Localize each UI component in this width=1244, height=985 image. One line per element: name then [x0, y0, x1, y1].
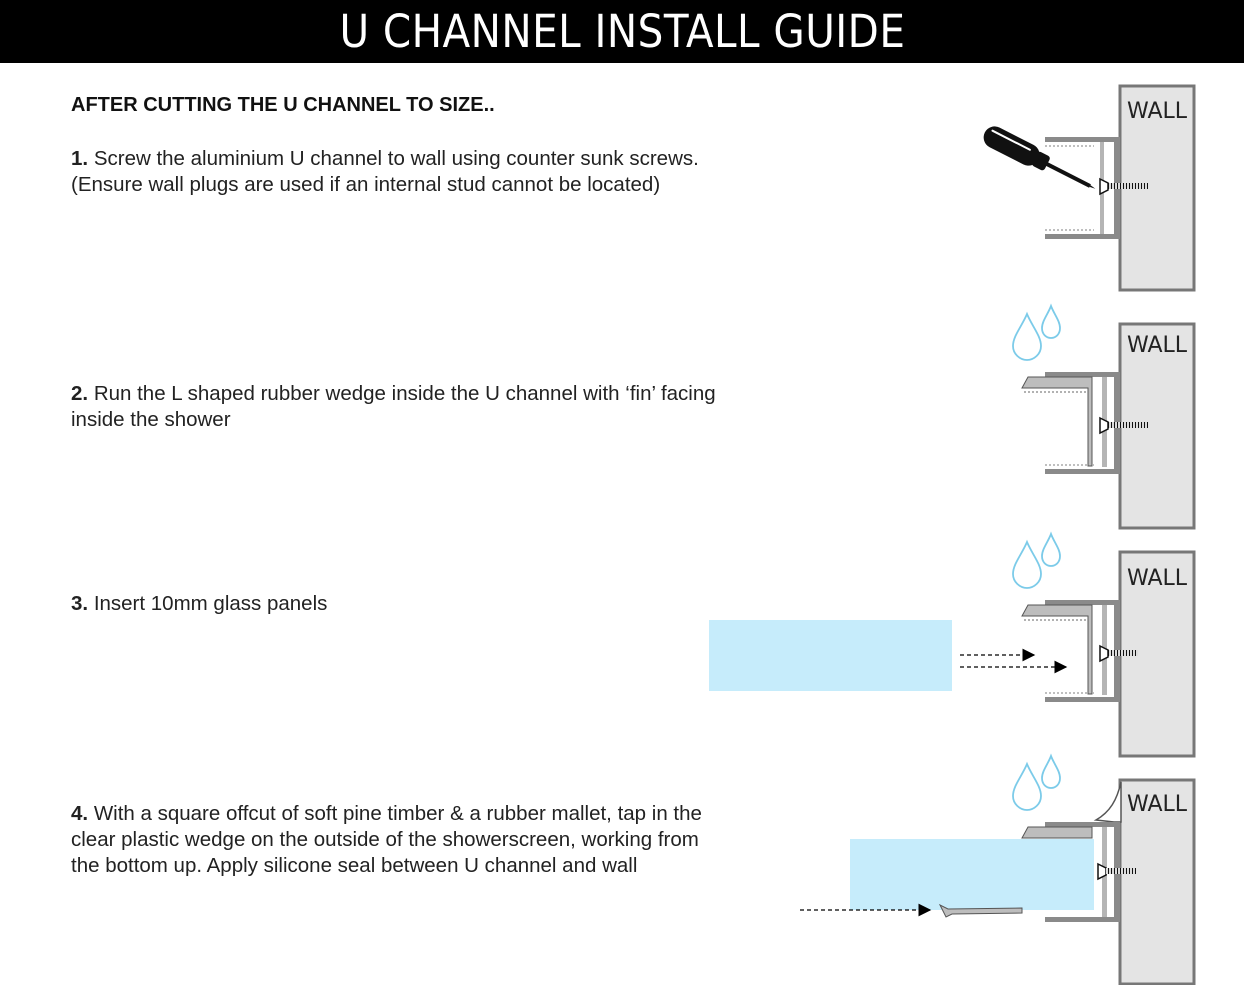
step-2: 2. Run the L shaped rubber wedge inside … [71, 381, 721, 433]
step-number: 3. [71, 592, 89, 615]
wall-block [1118, 322, 1196, 530]
wall-label: WALL [1127, 566, 1188, 591]
water-droplet-icon [1012, 533, 1061, 589]
intro-heading: AFTER CUTTING THE U CHANNEL TO SIZE.. [71, 94, 495, 116]
glass-panel [709, 620, 952, 691]
step-3: 3. Insert 10mm glass panels [71, 591, 721, 617]
screw-icon [1099, 416, 1148, 435]
step-number: 2. [71, 382, 89, 405]
rubber-wedge [1021, 376, 1107, 467]
screwdriver-icon [983, 126, 1096, 189]
step-text: Screw the aluminium U channel to wall us… [71, 147, 699, 196]
water-droplet-icon [1012, 755, 1061, 811]
title-bar: U CHANNEL INSTALL GUIDE [0, 0, 1244, 63]
silicone-seal [1093, 781, 1122, 823]
step-text: Insert 10mm glass panels [93, 592, 328, 615]
step-4: 4. With a square offcut of soft pine tim… [71, 801, 721, 879]
wall-label: WALL [1127, 792, 1188, 817]
screw-icon [1097, 862, 1136, 881]
wall-label: WALL [1127, 99, 1188, 124]
step-number: 1. [71, 147, 89, 170]
diagram-step-2: WALL [1012, 305, 1196, 530]
step-1: 1. Screw the aluminium U channel to wall… [71, 146, 721, 198]
plastic-wedge [938, 903, 1023, 918]
water-droplet-icon [1012, 305, 1061, 361]
rubber-wedge [1021, 604, 1107, 695]
diagram-step-4: WALL [800, 755, 1196, 985]
step-number: 4. [71, 802, 89, 825]
page-title: U CHANNEL INSTALL GUIDE [339, 5, 905, 58]
step-text: Run the L shaped rubber wedge inside the… [71, 382, 716, 431]
diagram-step-1: WALL [983, 84, 1196, 292]
arrow-right-icon [960, 648, 1068, 674]
diagram-step-3: WALL [709, 533, 1196, 758]
screw-icon [1099, 177, 1148, 196]
glass-panel [850, 839, 1094, 910]
wall-block [1118, 778, 1196, 985]
wall-label: WALL [1127, 333, 1188, 358]
screw-icon [1099, 644, 1138, 663]
step-text: With a square offcut of soft pine timber… [71, 802, 702, 877]
